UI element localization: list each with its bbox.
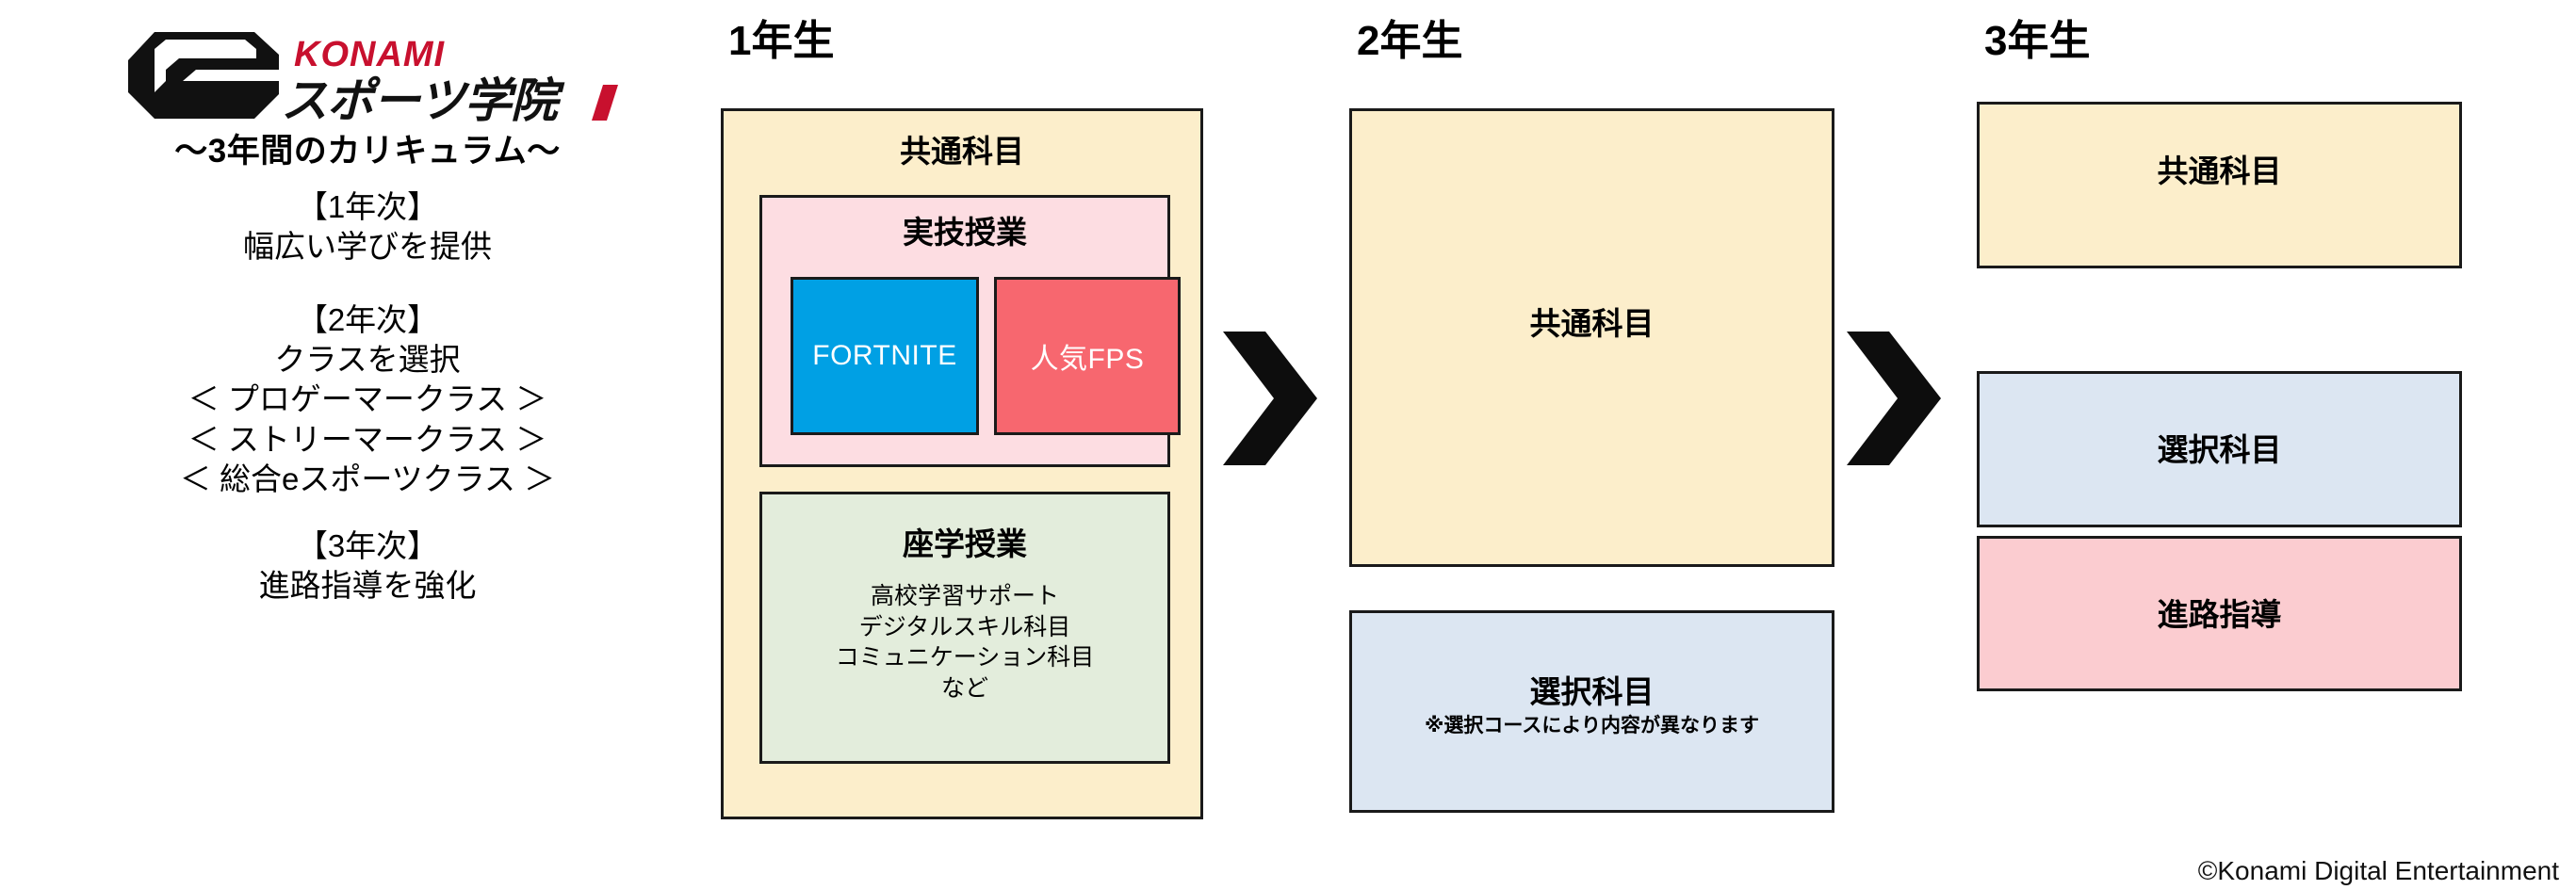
konami-wordmark: KONAMI	[294, 35, 446, 74]
year-label-1: 1年生	[728, 18, 835, 64]
year-column-3: 3年生 共通科目 選択科目 進路指導	[1977, 0, 2462, 890]
curriculum-line: ＜ プロゲーマークラス ＞	[187, 381, 547, 417]
year3-common-subjects-title: 共通科目	[2157, 154, 2282, 188]
curriculum-heading: 【3年次】	[296, 528, 439, 563]
year3-common-subjects-box: 共通科目	[1977, 102, 2462, 268]
year1-lecture-class-box: 座学授業 高校学習サポート デジタルスキル科目 コミュニケーション科目 など	[759, 492, 1170, 764]
game-tile-fortnite[interactable]: FORTNITE	[791, 277, 979, 435]
lecture-item: コミュニケーション科目	[835, 644, 1095, 671]
year2-elective-subjects-note: ※選択コースにより内容が異なります	[1425, 715, 1759, 736]
curriculum-line: ＜ 総合eスポーツクラス ＞	[179, 461, 556, 496]
lecture-item: デジタルスキル科目	[858, 613, 1071, 640]
chevron-right-icon-1	[1215, 328, 1324, 469]
curriculum-subtitle: 〜3年間のカリキュラム〜	[174, 133, 561, 170]
lecture-item: など	[940, 674, 988, 702]
konami-esports-academy-logo: KONAMI スポーツ学院	[113, 26, 622, 130]
left-panel: KONAMI スポーツ学院 〜3年間のカリキュラム〜 【1年次】 幅広い学びを提…	[57, 13, 678, 861]
curriculum-line: 幅広い学びを提供	[243, 229, 492, 265]
year-column-2: 2年生 共通科目 選択科目 ※選択コースにより内容が異なります	[1349, 0, 1834, 890]
year2-elective-subjects-title: 選択科目	[1529, 674, 1655, 709]
year3-career-guidance-title: 進路指導	[2157, 597, 2282, 632]
year3-elective-subjects-title: 選択科目	[2157, 432, 2282, 467]
year2-common-subjects-title: 共通科目	[1529, 306, 1655, 341]
year3-career-guidance-box: 進路指導	[1977, 536, 2462, 691]
curriculum-line: クラスを選択	[274, 342, 461, 378]
year2-common-subjects-box: 共通科目	[1349, 108, 1834, 567]
lecture-item: 高校学習サポート	[870, 583, 1059, 609]
year-label-2: 2年生	[1357, 18, 1463, 64]
game-tile-label: FORTNITE	[812, 340, 957, 371]
curriculum-block-year3: 【3年次】 進路指導を強化	[57, 526, 678, 606]
curriculum-block-year1: 【1年次】 幅広い学びを提供	[57, 187, 678, 267]
curriculum-heading: 【2年次】	[296, 302, 439, 337]
e-mark-icon	[128, 32, 279, 119]
year-column-1: 1年生 共通科目 実技授業 FORTNITE 人気FPS 座学授業 高校学習サポ…	[721, 0, 1203, 890]
logo-red-slash	[592, 85, 618, 121]
year1-practical-class-box: 実技授業 FORTNITE 人気FPS	[759, 195, 1181, 467]
year1-common-subjects-box: 共通科目 実技授業 FORTNITE 人気FPS 座学授業 高校学習サポート デ…	[721, 108, 1203, 819]
copyright-notice: ©Konami Digital Entertainment	[2197, 856, 2559, 885]
game-tile-label: 人気FPS	[1030, 344, 1145, 375]
year1-practical-class-title: 実技授業	[903, 215, 1027, 250]
curriculum-line: 進路指導を強化	[258, 568, 477, 604]
curriculum-line: ＜ ストリーマークラス ＞	[187, 421, 547, 457]
game-tile-popular-fps[interactable]: 人気FPS	[994, 277, 1181, 435]
year3-elective-subjects-box: 選択科目	[1977, 371, 2462, 527]
year-label-3: 3年生	[1984, 18, 2091, 64]
year1-lecture-class-title: 座学授業	[903, 526, 1027, 561]
curriculum-heading: 【1年次】	[296, 189, 439, 224]
year1-common-subjects-title: 共通科目	[900, 134, 1024, 169]
esports-gakuin-wordmark: スポーツ学院	[281, 73, 565, 128]
curriculum-block-year2: 【2年次】 クラスを選択 ＜ プロゲーマークラス ＞ ＜ ストリーマークラス ＞…	[57, 300, 678, 499]
year2-elective-subjects-box: 選択科目 ※選択コースにより内容が異なります	[1349, 610, 1834, 813]
chevron-right-icon-2	[1839, 328, 1948, 469]
